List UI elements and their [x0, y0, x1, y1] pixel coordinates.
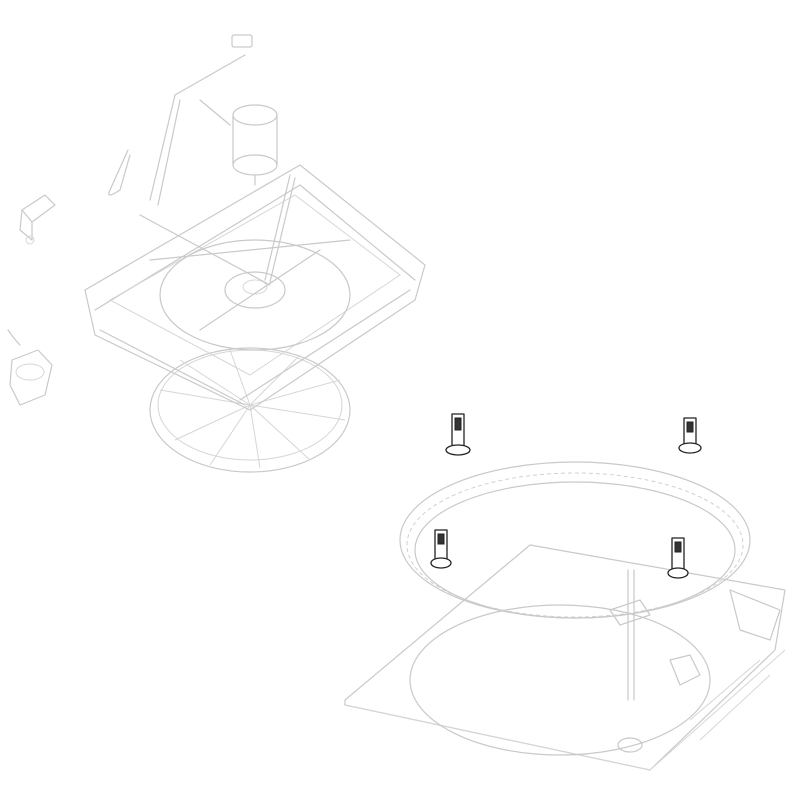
lift-arms — [149, 94, 296, 283]
mounting-clip-1 — [445, 413, 471, 456]
rod-end — [231, 34, 253, 48]
fan-blade-ring — [149, 347, 351, 473]
plate-opening — [409, 604, 711, 756]
fan-frame-assembly — [84, 34, 426, 473]
motor — [232, 104, 278, 186]
crank-shaft — [627, 569, 635, 701]
mounting-clip-4 — [667, 537, 689, 579]
crank-handle — [669, 654, 701, 686]
mounting-clip-2 — [678, 417, 702, 454]
base-plate-assembly — [344, 461, 786, 771]
crank-gear — [609, 599, 651, 626]
fan-blades — [159, 349, 346, 469]
limit-switch-motor — [7, 329, 53, 406]
mounting-clip-3 — [430, 529, 452, 569]
lift-rod — [174, 54, 246, 126]
base-plate — [344, 544, 786, 771]
gear-housing — [729, 589, 781, 641]
frame-outline — [84, 164, 426, 411]
switch-bracket — [19, 194, 56, 245]
spring-pin — [108, 149, 131, 196]
fan-opening — [159, 239, 351, 351]
fan-hub — [224, 271, 286, 309]
